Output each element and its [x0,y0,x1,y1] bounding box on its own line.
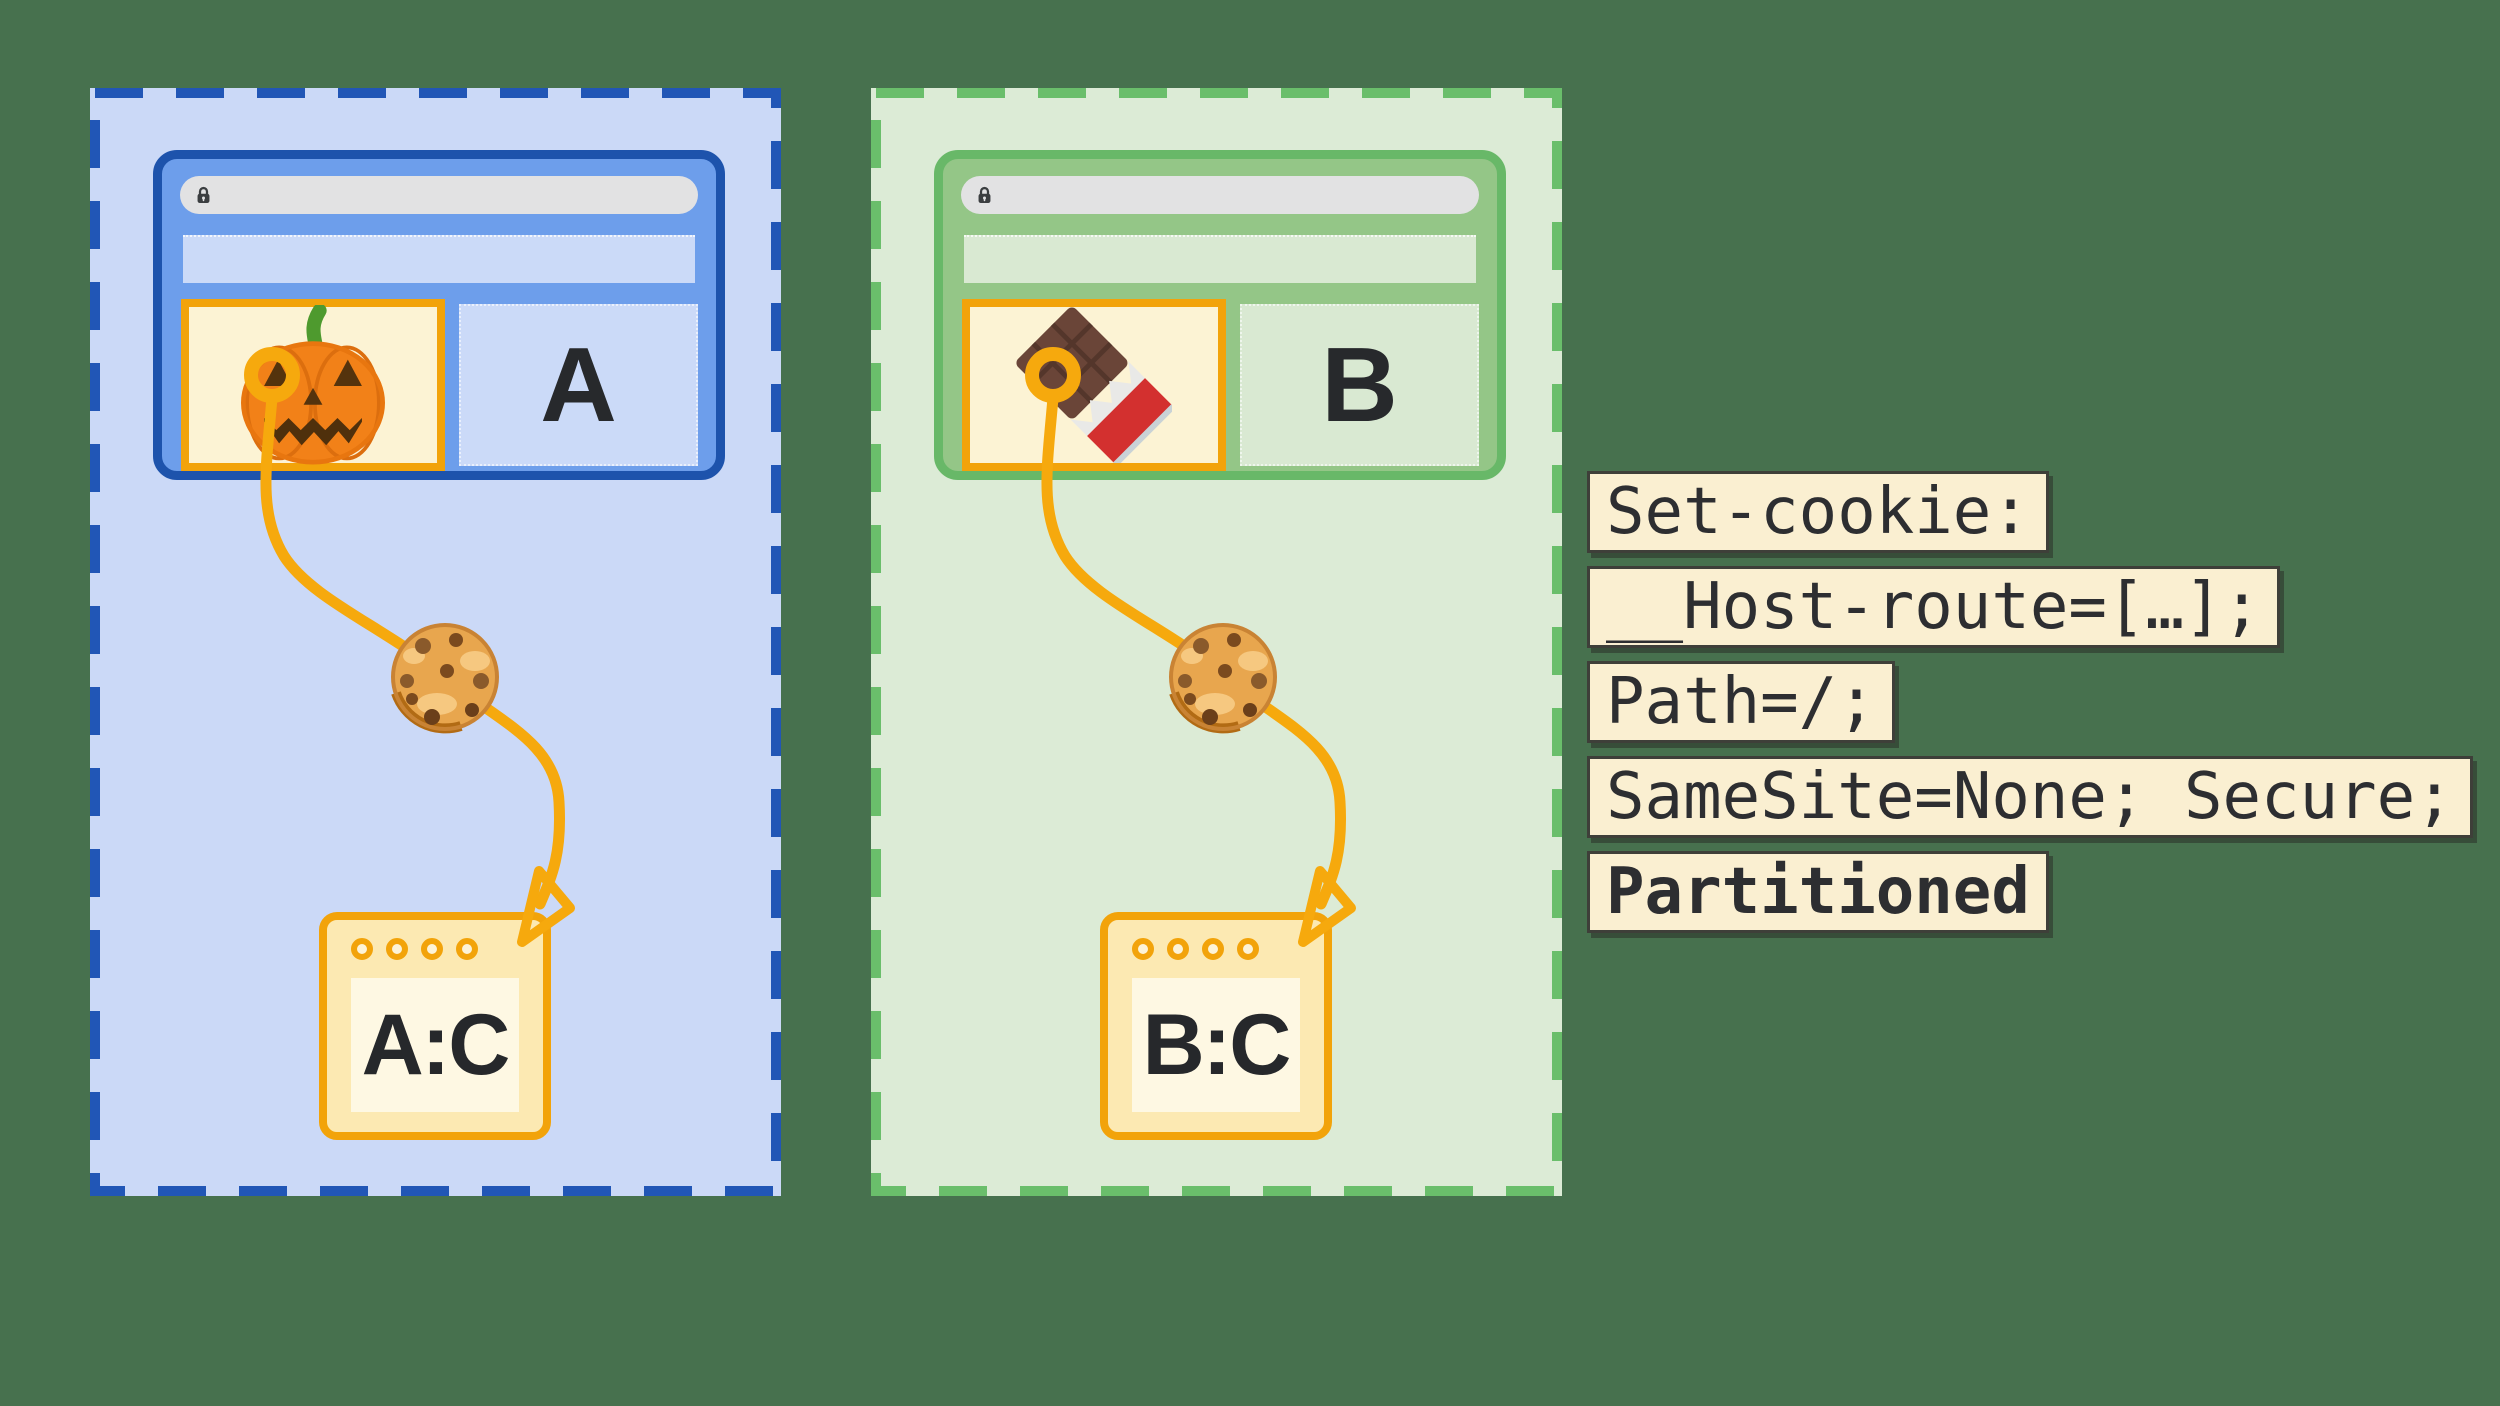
address-bar [180,176,698,214]
partition-box-a: A A:C [90,88,781,1196]
set-cookie-annotation: Set-cookie: __Host-route=[…]; Path=/; Sa… [1587,471,2473,946]
code-line-partitioned: Partitioned [1587,851,2049,933]
address-bar [961,176,1479,214]
top-site-region: A [459,304,698,466]
cookie-icon [391,623,499,734]
browser-window-a: A [153,150,725,480]
window-dot [1132,938,1154,960]
code-line: SameSite=None; Secure; [1587,756,2473,838]
window-dots [1132,938,1324,960]
code-line: __Host-route=[…]; [1587,566,2281,648]
chocolate-bar-icon [1016,307,1172,463]
cookie-jar-b: B:C [1100,912,1332,1140]
embedded-iframe-c [181,299,445,471]
window-dot [386,938,408,960]
window-dot [456,938,478,960]
code-line: Path=/; [1587,661,1895,743]
window-dot [1167,938,1189,960]
cookie-icon [1169,623,1277,734]
window-dot [1237,938,1259,960]
partition-key-label: B:C [1142,997,1292,1093]
browser-window-b: B [934,150,1506,480]
partition-key-area: A:C [351,978,519,1112]
site-letter: A [540,326,617,444]
page-content-strip [183,235,695,283]
partition-key-area: B:C [1132,978,1300,1112]
window-dots [351,938,543,960]
window-dot [1202,938,1224,960]
window-dot [421,938,443,960]
partition-box-b: B B:C [871,88,1562,1196]
lock-icon [197,186,210,203]
window-dot [351,938,373,960]
embedded-iframe-c [962,299,1226,471]
cookie-jar-a: A:C [319,912,551,1140]
page-content-strip [964,235,1476,283]
partition-key-label: A:C [361,997,511,1093]
code-line: Set-cookie: [1587,471,2049,553]
site-letter: B [1321,326,1398,444]
top-site-region: B [1240,304,1479,466]
lock-icon [978,186,991,203]
pumpkin-icon [241,305,385,465]
